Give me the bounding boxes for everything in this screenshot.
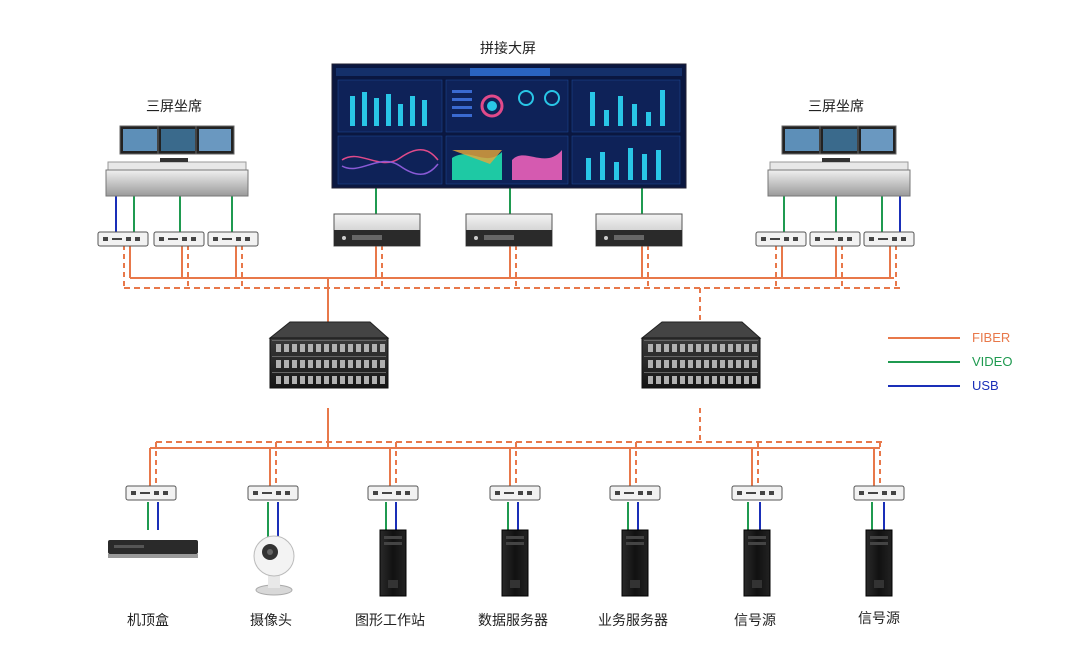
legend-usb-label: USB xyxy=(972,378,999,393)
operator-desk-left xyxy=(105,125,249,197)
seat-label-left: 三屏坐席 xyxy=(146,99,202,115)
usb-lines xyxy=(115,196,901,540)
video-lines xyxy=(133,186,883,540)
decoder-box-1 xyxy=(333,213,421,247)
decoder-boxes xyxy=(333,213,683,247)
extender-module-icon xyxy=(489,485,541,501)
extender-module-icon xyxy=(367,485,419,501)
extender-module-icon xyxy=(853,485,905,501)
decoder-box-2 xyxy=(465,213,553,247)
legend-fiber-label: FIBER xyxy=(972,330,1011,345)
server-tower-icon xyxy=(865,529,893,597)
decoder-box-3 xyxy=(595,213,683,247)
extender-module-icon xyxy=(247,485,299,501)
extender-module-icon xyxy=(97,231,149,247)
server-tower-icon xyxy=(379,529,407,597)
extender-module-icon xyxy=(731,485,783,501)
server-tower-icon xyxy=(501,529,529,597)
video-wall xyxy=(331,63,687,189)
extenders xyxy=(97,231,915,501)
seat-label-right: 三屏坐席 xyxy=(808,99,864,115)
source-label-business-server: 业务服务器 xyxy=(598,613,668,629)
extender-module-icon xyxy=(153,231,205,247)
extender-module-icon xyxy=(755,231,807,247)
matrix-switcher-left xyxy=(268,321,390,389)
set-top-box-icon xyxy=(108,540,198,558)
operator-desk-right xyxy=(767,125,911,197)
video-wall-title: 拼接大屏 xyxy=(480,41,536,57)
fiber-lines xyxy=(123,245,900,486)
extender-module-icon xyxy=(809,231,861,247)
legend xyxy=(888,337,960,387)
camera-icon xyxy=(253,535,295,596)
source-label-camera: 摄像头 xyxy=(250,613,292,629)
source-label-graphics-workstation: 图形工作站 xyxy=(355,613,425,629)
extender-module-icon xyxy=(863,231,915,247)
tower-servers xyxy=(379,529,893,597)
matrix-switcher-right xyxy=(640,321,762,389)
source-label-signal-source-1: 信号源 xyxy=(734,613,776,629)
extender-module-icon xyxy=(207,231,259,247)
extender-module-icon xyxy=(125,485,177,501)
server-tower-icon xyxy=(621,529,649,597)
source-label-signal-source-2: 信号源 xyxy=(858,611,900,627)
extender-module-icon xyxy=(609,485,661,501)
source-label-data-server: 数据服务器 xyxy=(478,613,548,629)
legend-video-label: VIDEO xyxy=(972,354,1013,369)
source-label-set-top-box: 机顶盒 xyxy=(127,613,169,629)
server-tower-icon xyxy=(743,529,771,597)
